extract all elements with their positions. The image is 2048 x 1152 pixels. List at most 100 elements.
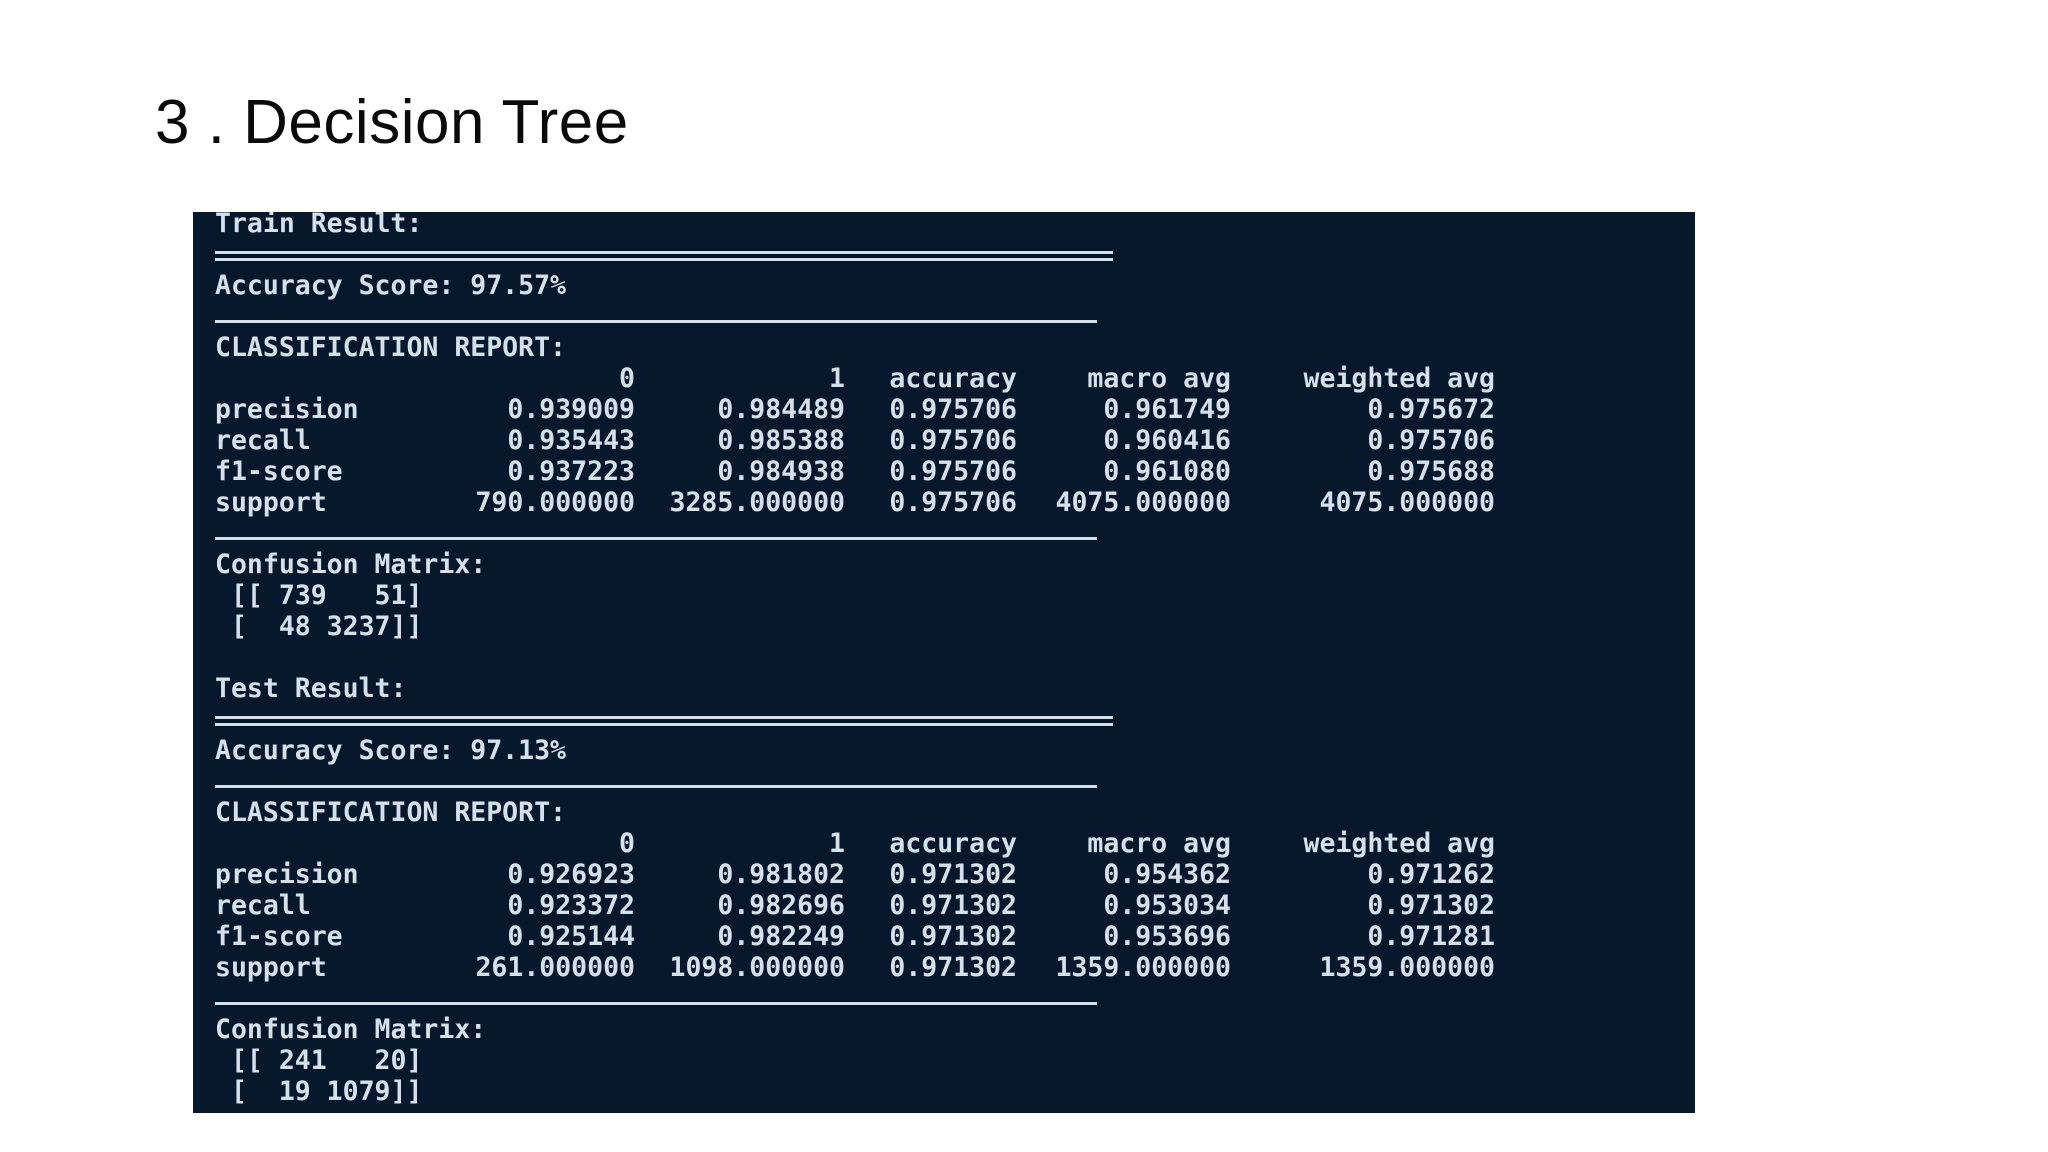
test-accuracy-score: Accuracy Score: 97.13% <box>215 735 566 766</box>
column-header-accuracy: accuracy <box>889 363 1017 394</box>
separator-rule-top <box>215 251 1113 254</box>
column-header-accuracy: accuracy <box>889 828 1017 859</box>
cell-accuracy: 0.975706 <box>889 487 1017 518</box>
console-output-block: Train Result: Accuracy Score: 97.57% CLA… <box>193 212 1695 1113</box>
train-row-precision: precision 0.939009 0.984489 0.975706 0.9… <box>215 394 1695 425</box>
test-result-heading: Test Result: <box>215 673 407 704</box>
console-output-text: Train Result: Accuracy Score: 97.57% CLA… <box>215 212 1695 1107</box>
train-row-support: support 790.000000 3285.000000 0.975706 … <box>215 487 1695 518</box>
test-row-recall: recall 0.923372 0.982696 0.971302 0.9530… <box>215 890 1695 921</box>
column-header-blank <box>215 828 441 859</box>
test-accuracy-separator <box>215 766 1695 797</box>
cell-class-0: 261.000000 <box>475 952 635 983</box>
cell-class-0: 790.000000 <box>475 487 635 518</box>
column-header-class-1: 1 <box>829 363 845 394</box>
train-report-header-row: 0 1 accuracy macro avg weighted avg <box>215 363 1695 394</box>
row-label: precision <box>215 859 359 890</box>
cell-accuracy: 0.971302 <box>889 921 1017 952</box>
cell-weighted-avg: 0.971281 <box>1367 921 1495 952</box>
cell-weighted-avg: 0.971262 <box>1367 859 1495 890</box>
train-accuracy-score: Accuracy Score: 97.57% <box>215 270 566 301</box>
test-classification-report-heading: CLASSIFICATION REPORT: <box>215 797 566 828</box>
cell-class-0: 0.939009 <box>507 394 635 425</box>
cell-macro-avg: 1359.000000 <box>1055 952 1232 983</box>
cell-accuracy: 0.975706 <box>889 456 1017 487</box>
train-row-recall: recall 0.935443 0.985388 0.975706 0.9604… <box>215 425 1695 456</box>
column-header-macro-avg: macro avg <box>1087 828 1231 859</box>
cell-macro-avg: 0.961749 <box>1103 394 1231 425</box>
cell-weighted-avg: 0.975688 <box>1367 456 1495 487</box>
cell-class-0: 0.935443 <box>507 425 635 456</box>
column-header-class-1: 1 <box>829 828 845 859</box>
cell-weighted-avg: 0.971302 <box>1367 890 1495 921</box>
cell-accuracy: 0.975706 <box>889 394 1017 425</box>
cell-class-0: 0.926923 <box>507 859 635 890</box>
train-report-separator <box>215 518 1695 549</box>
cell-accuracy: 0.975706 <box>889 425 1017 456</box>
cell-class-1: 1098.000000 <box>669 952 846 983</box>
cell-class-1: 0.982696 <box>717 890 845 921</box>
row-label: support <box>215 487 327 518</box>
cell-weighted-avg: 4075.000000 <box>1319 487 1496 518</box>
train-accuracy-separator <box>215 301 1695 332</box>
column-header-weighted-avg: weighted avg <box>1303 828 1495 859</box>
cell-macro-avg: 0.953034 <box>1103 890 1231 921</box>
cell-macro-avg: 0.961080 <box>1103 456 1231 487</box>
train-confusion-matrix-heading: Confusion Matrix: <box>215 549 487 580</box>
cell-class-0: 0.925144 <box>507 921 635 952</box>
separator-rule-top <box>215 716 1113 719</box>
train-heading-separator <box>215 239 1695 270</box>
test-confusion-matrix-heading: Confusion Matrix: <box>215 1014 487 1045</box>
cell-class-1: 0.984938 <box>717 456 845 487</box>
test-report-header-row: 0 1 accuracy macro avg weighted avg <box>215 828 1695 859</box>
cell-class-1: 0.982249 <box>717 921 845 952</box>
page-title: 3 . Decision Tree <box>155 88 629 157</box>
test-confusion-matrix-row-2: [ 19 1079]] <box>215 1076 423 1107</box>
test-report-separator <box>215 983 1695 1014</box>
row-label: support <box>215 952 327 983</box>
cell-macro-avg: 0.953696 <box>1103 921 1231 952</box>
separator-rule <box>215 785 1097 788</box>
separator-rule <box>215 1002 1097 1005</box>
row-label: recall <box>215 890 311 921</box>
column-header-class-0: 0 <box>619 828 635 859</box>
row-label: recall <box>215 425 311 456</box>
cell-accuracy: 0.971302 <box>889 890 1017 921</box>
separator-rule <box>215 320 1097 323</box>
column-header-blank <box>215 363 441 394</box>
cell-weighted-avg: 0.975672 <box>1367 394 1495 425</box>
cell-class-0: 0.937223 <box>507 456 635 487</box>
row-label: precision <box>215 394 359 425</box>
test-row-f1-score: f1-score 0.925144 0.982249 0.971302 0.95… <box>215 921 1695 952</box>
separator-rule-bottom <box>215 723 1113 726</box>
cell-macro-avg: 4075.000000 <box>1055 487 1232 518</box>
cell-weighted-avg: 0.975706 <box>1367 425 1495 456</box>
column-header-weighted-avg: weighted avg <box>1303 363 1495 394</box>
test-confusion-matrix-row-1: [[ 241 20] <box>215 1045 423 1076</box>
cell-weighted-avg: 1359.000000 <box>1319 952 1496 983</box>
cell-class-1: 3285.000000 <box>669 487 846 518</box>
cell-accuracy: 0.971302 <box>889 859 1017 890</box>
train-result-heading: Train Result: <box>215 212 423 239</box>
spacer-line <box>215 642 1695 673</box>
separator-rule <box>215 537 1097 540</box>
cell-macro-avg: 0.954362 <box>1103 859 1231 890</box>
row-label: f1-score <box>215 456 343 487</box>
column-header-class-0: 0 <box>619 363 635 394</box>
column-header-macro-avg: macro avg <box>1087 363 1231 394</box>
separator-rule-bottom <box>215 258 1113 261</box>
cell-class-1: 0.981802 <box>717 859 845 890</box>
cell-macro-avg: 0.960416 <box>1103 425 1231 456</box>
cell-accuracy: 0.971302 <box>889 952 1017 983</box>
train-confusion-matrix-row-2: [ 48 3237]] <box>215 611 423 642</box>
train-classification-report-heading: CLASSIFICATION REPORT: <box>215 332 566 363</box>
train-row-f1-score: f1-score 0.937223 0.984938 0.975706 0.96… <box>215 456 1695 487</box>
test-heading-separator <box>215 704 1695 735</box>
cell-class-0: 0.923372 <box>507 890 635 921</box>
test-row-precision: precision 0.926923 0.981802 0.971302 0.9… <box>215 859 1695 890</box>
test-row-support: support 261.000000 1098.000000 0.971302 … <box>215 952 1695 983</box>
train-confusion-matrix-row-1: [[ 739 51] <box>215 580 423 611</box>
row-label: f1-score <box>215 921 343 952</box>
cell-class-1: 0.985388 <box>717 425 845 456</box>
cell-class-1: 0.984489 <box>717 394 845 425</box>
